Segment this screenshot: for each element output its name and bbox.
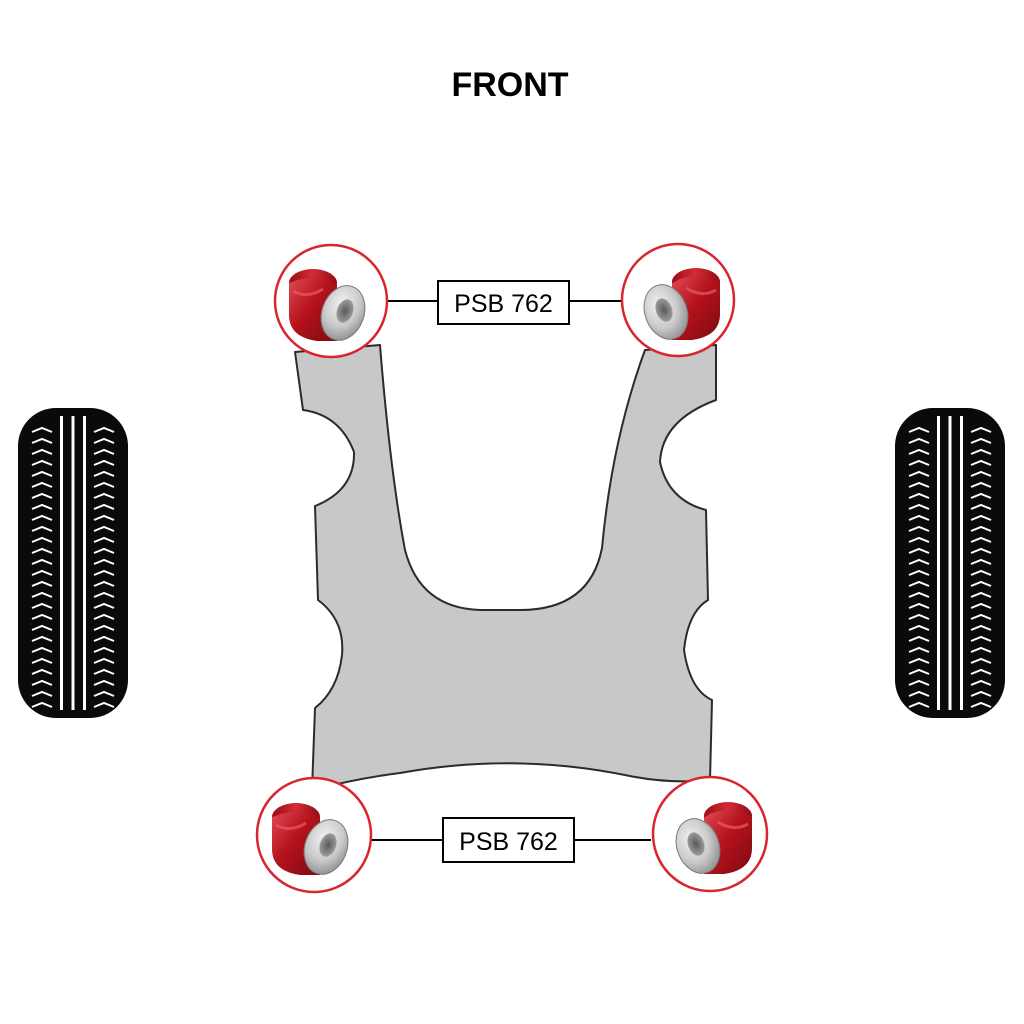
bush-rear-left (255, 776, 373, 894)
rear-part-label: PSB 762 (442, 817, 575, 863)
front-part-label: PSB 762 (437, 280, 570, 325)
tyre-right-icon (894, 407, 1006, 719)
bush-rear-right (651, 775, 769, 893)
bush-front-right (620, 242, 736, 358)
tyre-left-icon (17, 407, 129, 719)
front-label: FRONT (451, 66, 568, 104)
bush-front-left (273, 243, 389, 359)
front-part-number: PSB 762 (454, 290, 553, 318)
subframe (294, 344, 717, 791)
rear-part-number: PSB 762 (459, 828, 558, 856)
